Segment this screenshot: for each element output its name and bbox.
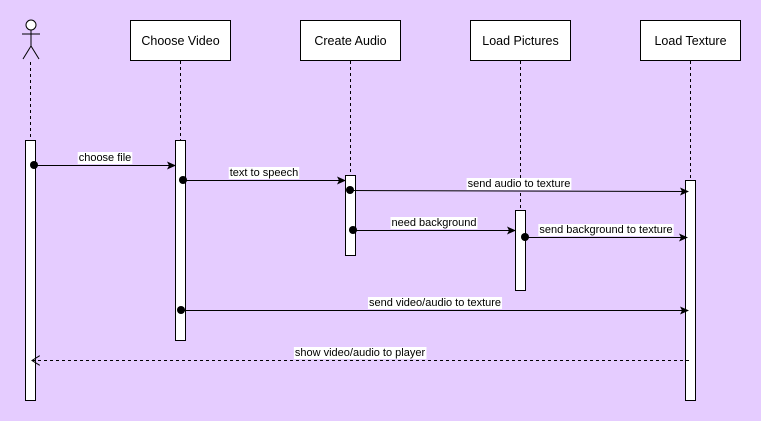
activation-bar-create-audio <box>345 175 356 256</box>
participant-choose-video: Choose Video <box>130 20 231 61</box>
message-label-background <box>390 217 478 229</box>
participant-create-audio: Create Audio <box>300 20 401 61</box>
participant-label: Load Pictures <box>482 34 558 48</box>
message-label-background <box>367 297 503 309</box>
participant-label: Choose Video <box>141 34 219 48</box>
activation-bar-actor <box>25 140 36 401</box>
activation-bar-load-pictures <box>515 210 526 291</box>
message-label: send background to texture <box>539 224 672 236</box>
stick-figure-icon <box>22 19 40 60</box>
message-label: show video/audio to player <box>295 347 426 359</box>
message-label-background <box>228 167 300 179</box>
message-label-background <box>538 224 674 236</box>
message-choose-file: choose file <box>30 152 176 170</box>
message-label: need background <box>391 217 476 229</box>
message-label: text to speech <box>230 167 299 179</box>
message-send-background-to-texture: send background to texture <box>521 224 688 242</box>
message-label: choose file <box>79 152 132 164</box>
message-label-background <box>77 152 133 164</box>
participant-load-texture: Load Texture <box>640 20 741 61</box>
actor-figure <box>22 19 40 60</box>
message-send-video-audio-to-texture: send video/audio to texture <box>177 297 689 315</box>
message-send-audio-to-texture: send audio to texture <box>346 178 689 196</box>
message-text-to-speech: text to speech <box>179 167 346 185</box>
message-label-background <box>466 178 572 190</box>
participant-label: Create Audio <box>314 34 386 48</box>
participant-label: Load Texture <box>654 34 726 48</box>
activation-bar-load-texture <box>685 180 696 401</box>
message-label: send audio to texture <box>468 178 571 190</box>
activation-bar-choose-video <box>175 140 186 341</box>
participant-load-pictures: Load Pictures <box>470 20 571 61</box>
message-need-background: need background <box>349 217 516 235</box>
message-label-background <box>293 347 427 359</box>
message-label: send video/audio to texture <box>369 297 501 309</box>
message-show-video-audio-to-player: show video/audio to player <box>32 347 690 361</box>
